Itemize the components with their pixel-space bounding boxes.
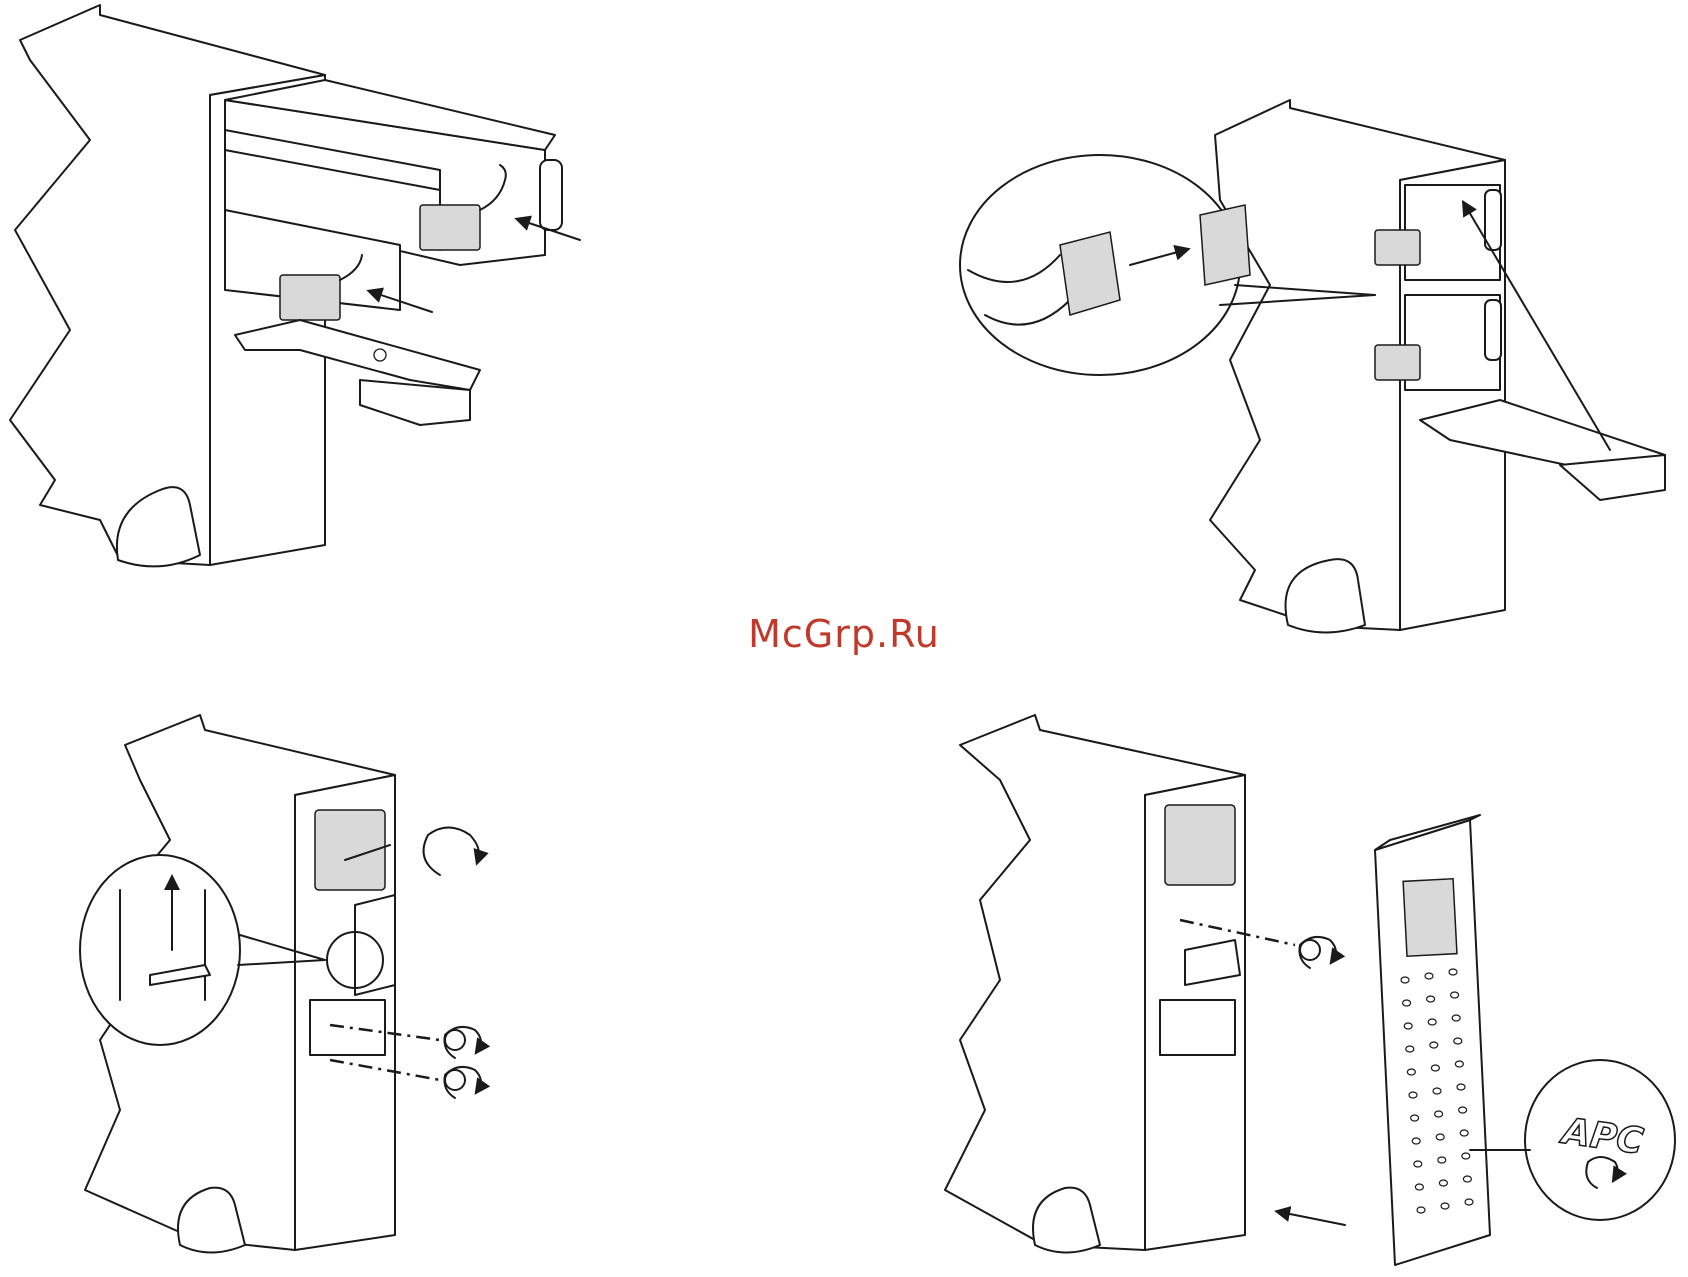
- vent-hole: [1428, 1019, 1436, 1025]
- panel-1-insert-batteries: [10, 5, 580, 566]
- vent-hole: [1438, 1157, 1446, 1163]
- vent-hole: [1414, 1161, 1422, 1167]
- watermark: McGrp.Ru: [0, 612, 1688, 656]
- vent-hole: [1427, 996, 1435, 1002]
- vent-hole: [1454, 1038, 1462, 1044]
- vent-hole: [1431, 1065, 1439, 1071]
- vent-hole: [1436, 1134, 1444, 1140]
- vent-hole: [1449, 969, 1457, 975]
- vent-hole: [1465, 1199, 1473, 1205]
- front-bezel: [1375, 815, 1490, 1265]
- vent-hole: [1403, 1000, 1411, 1006]
- panel-2-connect-batteries: [960, 100, 1665, 633]
- mounting-bracket: [310, 1000, 385, 1055]
- vent-hole: [1412, 1138, 1420, 1144]
- vent-hole: [1404, 1023, 1412, 1029]
- vent-hole: [1459, 1107, 1467, 1113]
- vent-hole: [1409, 1092, 1417, 1098]
- attach-arrow: [1280, 1212, 1345, 1225]
- vent-hole: [1463, 1176, 1471, 1182]
- vent-hole: [1435, 1111, 1443, 1117]
- vent-hole: [1415, 1184, 1423, 1190]
- vent-hole: [1439, 1180, 1447, 1186]
- vent-hole: [1433, 1088, 1441, 1094]
- rotate-arrow: [424, 828, 479, 876]
- vent-hole: [1407, 1069, 1415, 1075]
- bezel-display-window: [1403, 879, 1457, 957]
- vent-hole: [1452, 1015, 1460, 1021]
- panel-4-attach-bezel: APC: [945, 715, 1675, 1265]
- panel-3-bracket-and-screws: [80, 715, 481, 1253]
- vent-hole: [1457, 1084, 1465, 1090]
- tower-bracket: [1160, 1000, 1235, 1055]
- vent-hole: [1455, 1061, 1463, 1067]
- logo-detail-callout: APC: [1470, 1060, 1675, 1220]
- vent-hole: [1451, 992, 1459, 998]
- vent-hole: [1401, 977, 1409, 983]
- tower-upper-cover: [1165, 805, 1235, 885]
- vent-hole: [1417, 1207, 1425, 1213]
- vent-hole: [1406, 1046, 1414, 1052]
- vent-hole: [1462, 1153, 1470, 1159]
- vent-hole: [1430, 1042, 1438, 1048]
- vent-hole: [1441, 1203, 1449, 1209]
- vent-hole: [1411, 1115, 1419, 1121]
- vent-hole: [1460, 1130, 1468, 1136]
- vent-hole: [1425, 973, 1433, 979]
